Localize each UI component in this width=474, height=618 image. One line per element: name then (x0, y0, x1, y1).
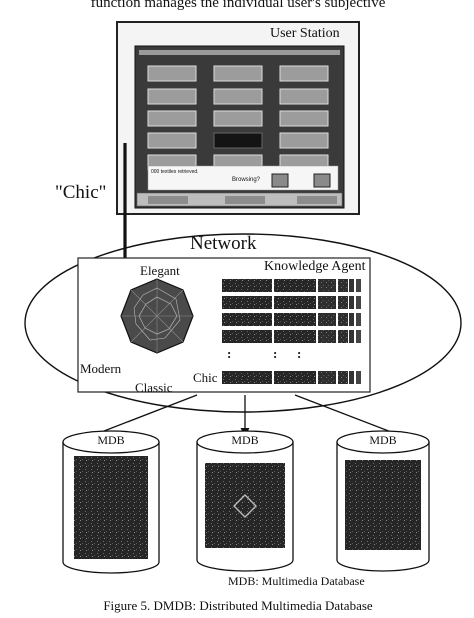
sample-button[interactable] (279, 110, 329, 127)
ellipsis-mark: : (227, 346, 232, 361)
sample-button[interactable] (213, 65, 263, 82)
query-callout: "Chic" (55, 182, 107, 203)
mdb-label-right: MDB (369, 433, 397, 447)
sample-button[interactable] (147, 132, 197, 149)
mdb-cylinder-left (62, 430, 160, 574)
sample-button[interactable] (279, 132, 329, 149)
browse-no-button[interactable] (313, 173, 331, 188)
network-label: Network (190, 233, 257, 254)
knowledge-agent-grid (222, 279, 361, 384)
browse-yes-button[interactable] (271, 173, 289, 188)
sample-button-selected[interactable] (213, 132, 263, 149)
axis-label-classic: Classic (135, 380, 173, 395)
ellipsis-mark: : (297, 346, 302, 361)
sample-button[interactable] (147, 110, 197, 127)
sample-button-grid (147, 65, 329, 171)
bottom-button[interactable] (297, 196, 337, 204)
sample-button[interactable] (279, 88, 329, 105)
mdb-label-center: MDB (231, 433, 259, 447)
sample-button[interactable] (213, 88, 263, 105)
impression-octagon (120, 278, 194, 354)
mdb-label-left: MDB (97, 433, 125, 447)
mdb-cylinder-center (196, 430, 294, 572)
mdb-legend-caption: MDB: Multimedia Database (228, 574, 365, 588)
ellipsis-mark: : (273, 346, 278, 361)
figure-caption: Figure 5. DMDB: Distributed Multimedia D… (103, 598, 373, 613)
mdb-cylinder-right (336, 430, 430, 572)
sample-button[interactable] (147, 88, 197, 105)
axis-label-elegant: Elegant (140, 263, 180, 278)
bottom-button[interactable] (225, 196, 265, 204)
sample-button[interactable] (213, 110, 263, 127)
page-top-text: function manages the individual user's s… (90, 0, 386, 11)
network-ellipse (24, 233, 462, 413)
axis-label-modern: Modern (80, 361, 122, 376)
knowledge-agent-label: Knowledge Agent (264, 259, 366, 274)
status-area (147, 165, 339, 191)
browsing-prompt: Browsing? (232, 177, 261, 183)
status-text: 000 textiles retrieved. (151, 169, 199, 175)
sample-button[interactable] (147, 65, 197, 82)
user-station-title: User Station (270, 26, 340, 41)
axis-label-chic: Chic (193, 370, 218, 385)
user-station-window (116, 21, 360, 215)
bottom-button[interactable] (148, 196, 188, 204)
sample-button[interactable] (279, 65, 329, 82)
